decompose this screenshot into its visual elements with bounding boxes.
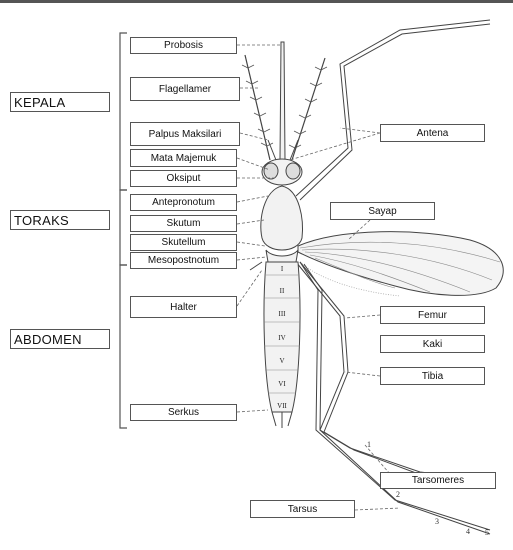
thorax-shape <box>261 186 303 262</box>
wing-shape <box>298 232 503 296</box>
label-mata-majemuk: Mata Majemuk <box>130 149 237 167</box>
label-oksiput: Oksiput <box>130 170 237 187</box>
label-tarsus: Tarsus <box>250 500 355 518</box>
segment-7: VII <box>272 402 292 410</box>
label-tarsomeres: Tarsomeres <box>380 472 496 489</box>
label-serkus: Serkus <box>130 404 237 421</box>
head-shape <box>262 159 302 185</box>
head-bracket <box>120 33 127 190</box>
label-skutellum: Skutellum <box>130 234 237 251</box>
group-abdomen-label: ABDOMEN <box>14 332 82 347</box>
segment-4: IV <box>272 334 292 342</box>
thorax-bracket <box>120 190 127 265</box>
label-flagellamer: Flagellamer <box>130 77 240 101</box>
proboscis-shape <box>280 42 285 160</box>
segment-2: II <box>272 287 292 295</box>
tarsomere-number-3: 3 <box>435 517 439 526</box>
segment-1: I <box>272 265 292 273</box>
group-toraks: TORAKS <box>10 210 110 230</box>
foreleg <box>296 20 490 200</box>
label-halter: Halter <box>130 296 237 318</box>
abdomen-bracket <box>120 265 127 428</box>
group-abdomen: ABDOMEN <box>10 329 110 349</box>
label-femur: Femur <box>380 306 485 324</box>
label-skutum: Skutum <box>130 215 237 232</box>
group-brackets <box>120 33 127 428</box>
group-kepala: KEPALA <box>10 92 110 112</box>
tarsomere-number-1: 1 <box>367 440 371 449</box>
label-probosis: Probosis <box>130 37 237 54</box>
label-antepronotum: Antepronotum <box>130 194 237 211</box>
label-antena: Antena <box>380 124 485 142</box>
label-mesopostnotum: Mesopostnotum <box>130 252 237 269</box>
tarsomere-number-4: 4 <box>466 527 470 536</box>
label-palpus-maksilari: Palpus Maksilari <box>130 122 240 146</box>
tarsomere-number-5: 5 <box>485 528 489 537</box>
label-tibia: Tibia <box>380 367 485 385</box>
group-kepala-label: KEPALA <box>14 95 65 110</box>
label-kaki: Kaki <box>380 335 485 353</box>
group-toraks-label: TORAKS <box>14 213 69 228</box>
segment-3: III <box>272 310 292 318</box>
segment-6: VI <box>272 380 292 388</box>
tarsomere-number-2: 2 <box>396 490 400 499</box>
segment-5: V <box>272 357 292 365</box>
label-sayap: Sayap <box>330 202 435 220</box>
